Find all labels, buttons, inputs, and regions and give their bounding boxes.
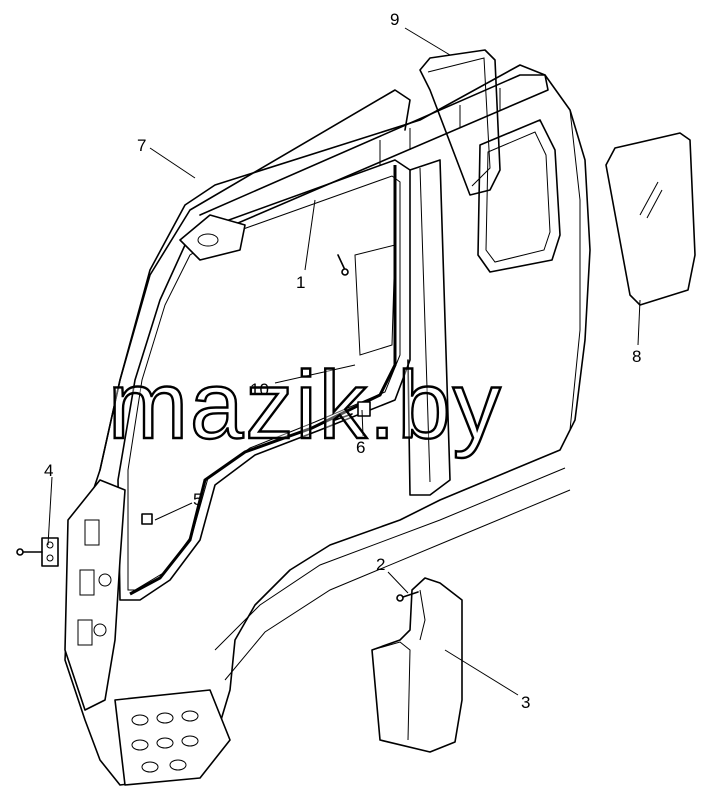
cab-side-body xyxy=(64,64,591,786)
callout-2: 2 xyxy=(376,555,385,574)
screw-2 xyxy=(396,591,419,602)
callout-4: 4 xyxy=(44,461,53,480)
rear-side-glass xyxy=(605,132,696,306)
mudguard-panel xyxy=(371,577,463,753)
rear-window-seal xyxy=(419,49,501,196)
bolt-6 xyxy=(334,401,371,421)
hinge-4 xyxy=(16,537,59,567)
callout-9: 9 xyxy=(390,10,399,29)
leader-lines xyxy=(47,27,641,696)
bolt-1 xyxy=(337,254,349,276)
callout-5: 5 xyxy=(193,490,202,509)
callout-8: 8 xyxy=(632,347,641,366)
callout-3: 3 xyxy=(521,693,530,712)
callout-1: 1 xyxy=(296,273,305,292)
callout-6: 6 xyxy=(356,438,365,457)
callout-7: 7 xyxy=(137,136,146,155)
callout-10: 10 xyxy=(250,380,269,399)
door-frame-seal xyxy=(99,89,411,471)
clip-5 xyxy=(141,513,153,525)
watermark-text: mazik.by xyxy=(108,352,503,459)
